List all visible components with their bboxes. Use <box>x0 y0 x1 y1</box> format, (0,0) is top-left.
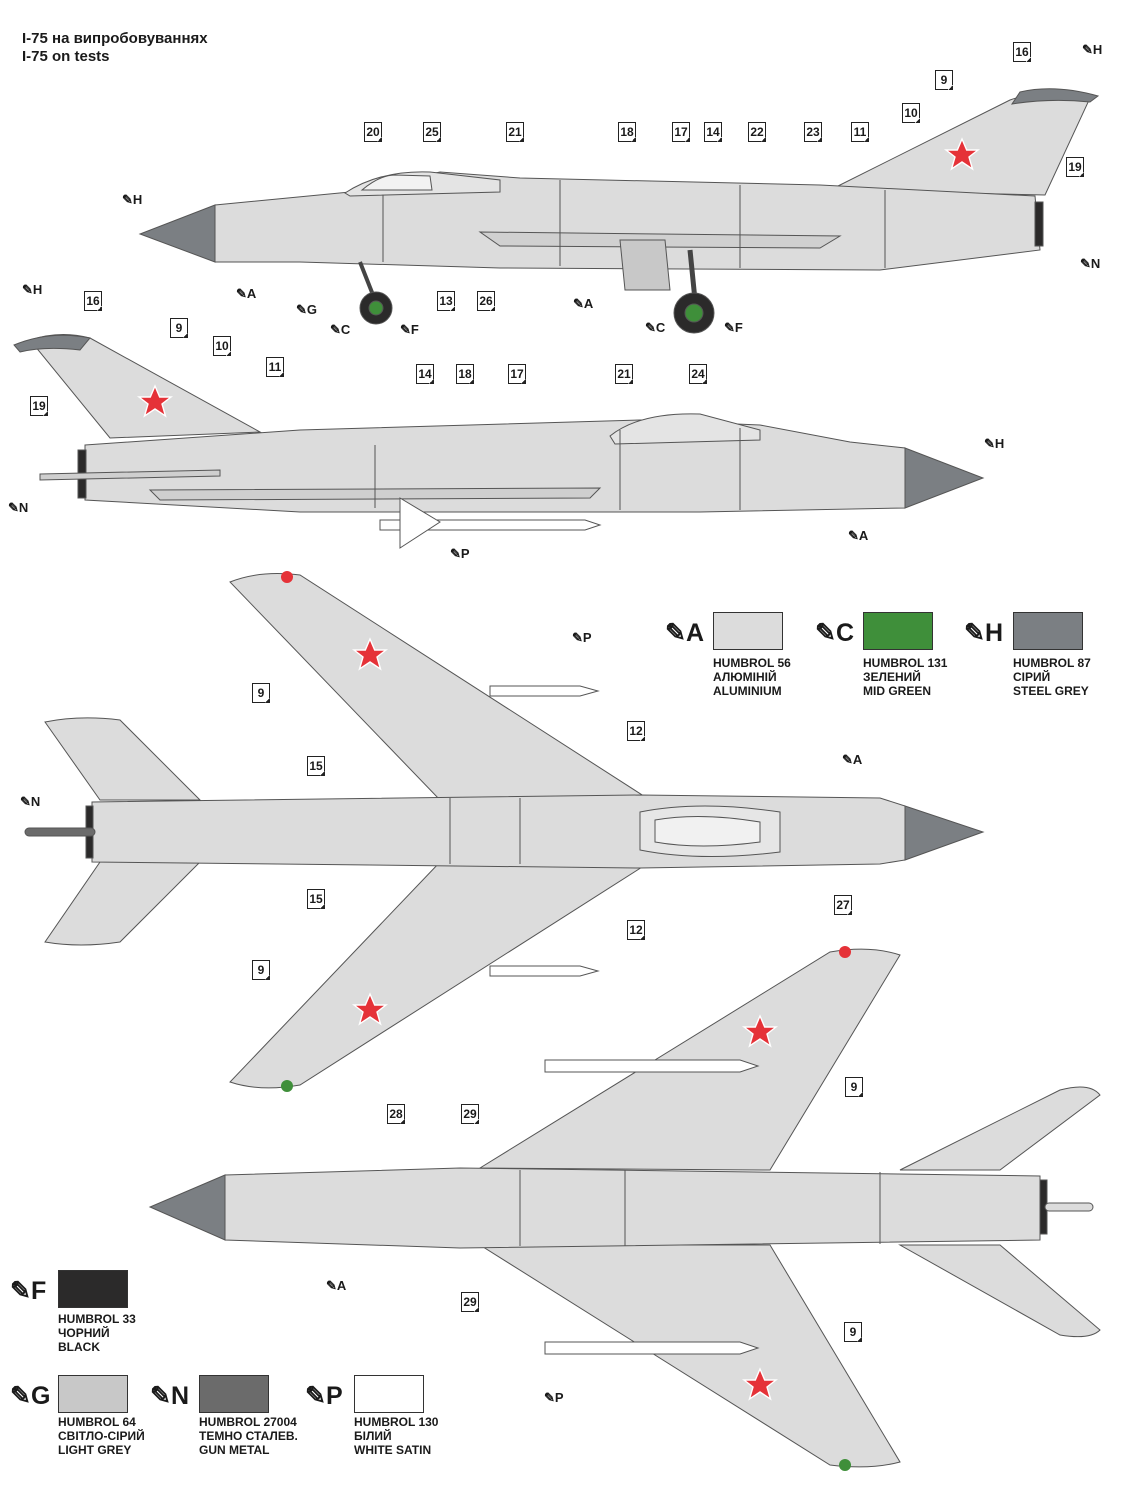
callout-tag: 9 <box>844 1322 862 1342</box>
paint-label: ✎A <box>848 528 869 543</box>
callout-tag: 10 <box>213 336 231 356</box>
paint-label: ✎G <box>296 302 318 317</box>
paint-label: ✎P <box>544 1390 564 1405</box>
callout-tag: 9 <box>170 318 188 338</box>
callout-tag: 21 <box>506 122 524 142</box>
paint-label: ✎C <box>330 322 351 337</box>
callout-tag: 17 <box>672 122 690 142</box>
callout-tag: 20 <box>364 122 382 142</box>
callout-tag: 21 <box>615 364 633 384</box>
swatch-box <box>713 612 783 650</box>
callout-tag: 23 <box>804 122 822 142</box>
callout-tag: 16 <box>1013 42 1031 62</box>
callout-tag: 10 <box>902 103 920 123</box>
paint-label: ✎H <box>22 282 43 297</box>
paint-label: ✎N <box>1080 256 1101 271</box>
title-line-en: I-75 on tests <box>22 48 110 65</box>
paint-label: ✎C <box>645 320 666 335</box>
callout-tag: 24 <box>689 364 707 384</box>
swatch-box <box>58 1270 128 1308</box>
callout-tag: 18 <box>456 364 474 384</box>
callout-tag: 27 <box>834 895 852 915</box>
paint-label: ✎A <box>842 752 863 767</box>
callout-tag: 9 <box>252 960 270 980</box>
callout-tag: 26 <box>477 291 495 311</box>
callout-tag: 13 <box>437 291 455 311</box>
callout-tag: 25 <box>423 122 441 142</box>
callout-tag: 9 <box>845 1077 863 1097</box>
paint-label: ✎H <box>122 192 143 207</box>
paint-label: ✎A <box>326 1278 347 1293</box>
paint-label: ✎A <box>573 296 594 311</box>
callout-tag: 18 <box>618 122 636 142</box>
paint-label: ✎F <box>724 320 743 335</box>
callout-tag: 9 <box>935 70 953 90</box>
swatch-box <box>354 1375 424 1413</box>
callout-tag: 11 <box>851 122 869 142</box>
callout-tag: 16 <box>84 291 102 311</box>
side-view-left-facing <box>138 88 1100 334</box>
callout-tag: 19 <box>30 396 48 416</box>
callout-tag: 9 <box>252 683 270 703</box>
title-line-ua: I-75 на випробовуваннях <box>22 30 208 47</box>
callout-tag: 11 <box>266 357 284 377</box>
swatch-box <box>1013 612 1083 650</box>
callout-tag: 28 <box>387 1104 405 1124</box>
paint-label: ✎P <box>572 630 592 645</box>
plan-view-bottom <box>148 946 1101 1471</box>
swatch-box <box>58 1375 128 1413</box>
plan-view-top <box>24 571 985 1092</box>
swatch-box <box>863 612 933 650</box>
callout-tag: 14 <box>704 122 722 142</box>
callout-tag: 12 <box>627 920 645 940</box>
paint-label: ✎N <box>8 500 29 515</box>
paint-label: ✎F <box>400 322 419 337</box>
swatch-box <box>199 1375 269 1413</box>
callout-tag: 15 <box>307 756 325 776</box>
callout-tag: 17 <box>508 364 526 384</box>
side-view-right-facing <box>13 334 985 549</box>
page-title: I-75 на випробовуваннях I-75 on tests <box>22 30 208 66</box>
callout-tag: 14 <box>416 364 434 384</box>
callout-tag: 29 <box>461 1292 479 1312</box>
paint-label: ✎P <box>450 546 470 561</box>
paint-label: ✎H <box>1082 42 1103 57</box>
paint-label: ✎N <box>20 794 41 809</box>
callout-tag: 22 <box>748 122 766 142</box>
paint-label: ✎A <box>236 286 257 301</box>
callout-tag: 15 <box>307 889 325 909</box>
paint-label: ✎H <box>984 436 1005 451</box>
callout-tag: 29 <box>461 1104 479 1124</box>
callout-tag: 19 <box>1066 157 1084 177</box>
callout-tag: 12 <box>627 721 645 741</box>
